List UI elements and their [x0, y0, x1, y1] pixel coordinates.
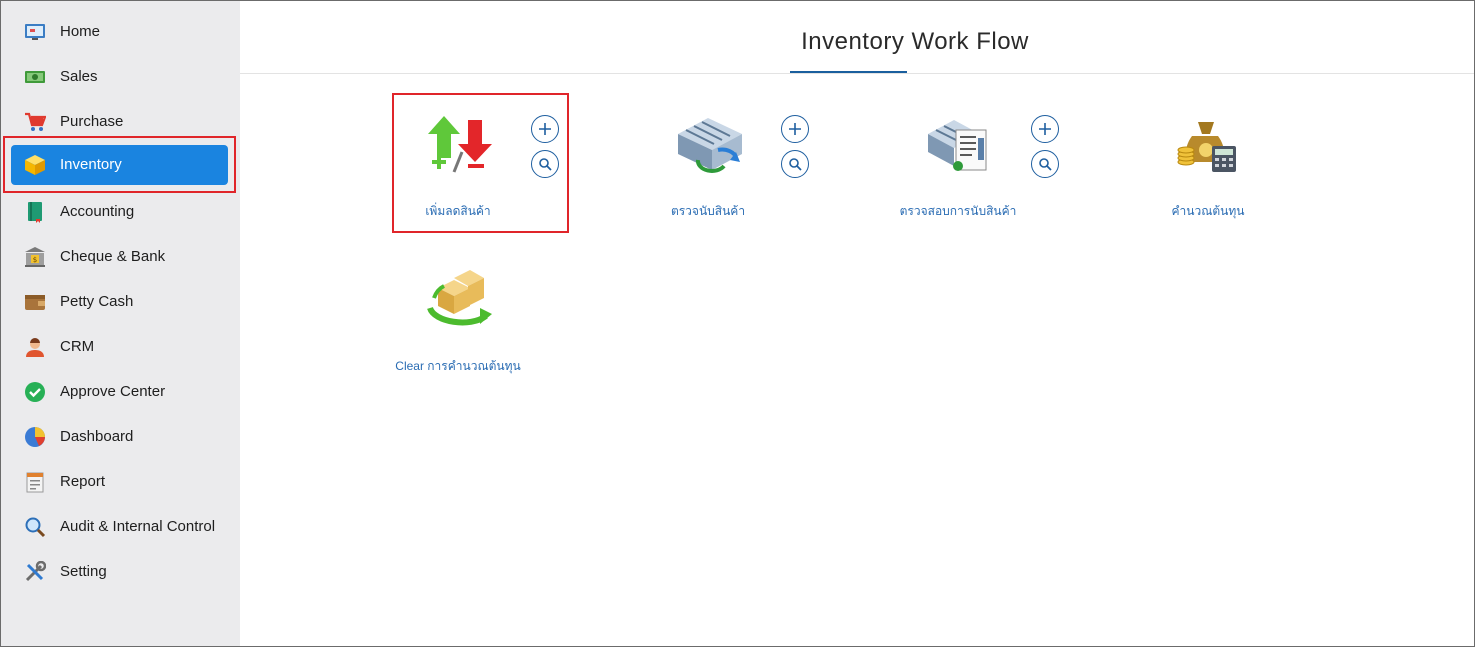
sidebar-item-approve-center[interactable]: Approve Center — [11, 372, 228, 412]
sidebar-item-label: Audit & Internal Control — [60, 518, 216, 535]
sidebar-item-label: Cheque & Bank — [60, 248, 166, 265]
sidebar-item-crm[interactable]: CRM — [11, 327, 228, 367]
add-button[interactable] — [531, 115, 559, 143]
plus-icon — [539, 123, 551, 135]
sidebar-item-label: Purchase — [60, 113, 124, 130]
report-icon — [24, 471, 46, 493]
sales-icon — [24, 66, 46, 88]
bank-icon: $ — [24, 246, 46, 268]
people-icon — [24, 336, 46, 358]
sidebar-item-petty-cash[interactable]: Petty Cash — [11, 282, 228, 322]
box-icon — [24, 154, 46, 176]
sidebar-item-inventory[interactable]: Inventory — [11, 145, 228, 185]
sidebar-item-accounting[interactable]: Accounting — [11, 192, 228, 232]
search-icon — [1039, 158, 1052, 171]
count-verify-icon[interactable] — [924, 112, 996, 184]
cost-calc-icon[interactable] — [1174, 112, 1246, 184]
sidebar-item-home[interactable]: Home — [11, 12, 228, 52]
sidebar-item-label: Home — [60, 23, 101, 40]
page-title: Inventory Work Flow — [801, 28, 1029, 55]
workflow-label[interactable]: เพิ่มลดสินค้า — [425, 204, 491, 218]
sidebar-item-setting[interactable]: Setting — [11, 552, 228, 592]
search-button[interactable] — [531, 150, 559, 178]
sidebar-item-label: Sales — [60, 68, 98, 85]
workflow-label[interactable]: ตรวจสอบการนับสินค้า — [899, 204, 1017, 218]
sidebar-item-audit[interactable]: Audit & Internal Control — [11, 507, 228, 547]
search-icon — [789, 158, 802, 171]
sidebar-item-sales[interactable]: Sales — [11, 57, 228, 97]
workflow-label[interactable]: Clear การคำนวณต้นทุน — [395, 359, 521, 373]
title-underline — [790, 71, 907, 74]
add-button[interactable] — [1031, 115, 1059, 143]
sidebar-item-label: CRM — [60, 338, 95, 355]
wallet-icon — [24, 291, 46, 313]
sidebar-item-dashboard[interactable]: Dashboard — [11, 417, 228, 457]
tools-icon — [24, 561, 46, 583]
search-icon — [539, 158, 552, 171]
search-button[interactable] — [781, 150, 809, 178]
sidebar-item-label: Report — [60, 473, 106, 490]
plus-icon — [789, 123, 801, 135]
sidebar-item-purchase[interactable]: Purchase — [11, 102, 228, 142]
sidebar-item-label: Petty Cash — [60, 293, 134, 310]
workflow-label[interactable]: ตรวจนับสินค้า — [670, 204, 746, 218]
clear-cost-icon[interactable] — [424, 268, 496, 340]
sidebar-item-label: Setting — [60, 563, 107, 580]
stock-adjust-icon[interactable] — [424, 114, 496, 186]
svg-text:$: $ — [33, 256, 37, 264]
workflow-label[interactable]: คำนวณต้นทุน — [1171, 204, 1245, 218]
sidebar-item-label: Inventory — [60, 156, 122, 173]
plus-icon — [1039, 123, 1051, 135]
pie-chart-icon — [24, 426, 46, 448]
sidebar-item-label: Dashboard — [60, 428, 134, 445]
sidebar: Home Sales Purchase Inventory Accounting… — [1, 1, 240, 646]
book-icon — [24, 201, 46, 223]
magnifier-icon — [24, 516, 46, 538]
stock-count-icon[interactable] — [674, 112, 746, 184]
home-icon — [24, 21, 46, 43]
sidebar-item-label: Accounting — [60, 203, 135, 220]
sidebar-item-label: Approve Center — [60, 383, 166, 400]
check-circle-icon — [24, 381, 46, 403]
sidebar-item-report[interactable]: Report — [11, 462, 228, 502]
add-button[interactable] — [781, 115, 809, 143]
search-button[interactable] — [1031, 150, 1059, 178]
cart-icon — [24, 111, 46, 133]
title-divider — [240, 73, 1474, 74]
sidebar-item-cheque-bank[interactable]: $ Cheque & Bank — [11, 237, 228, 277]
